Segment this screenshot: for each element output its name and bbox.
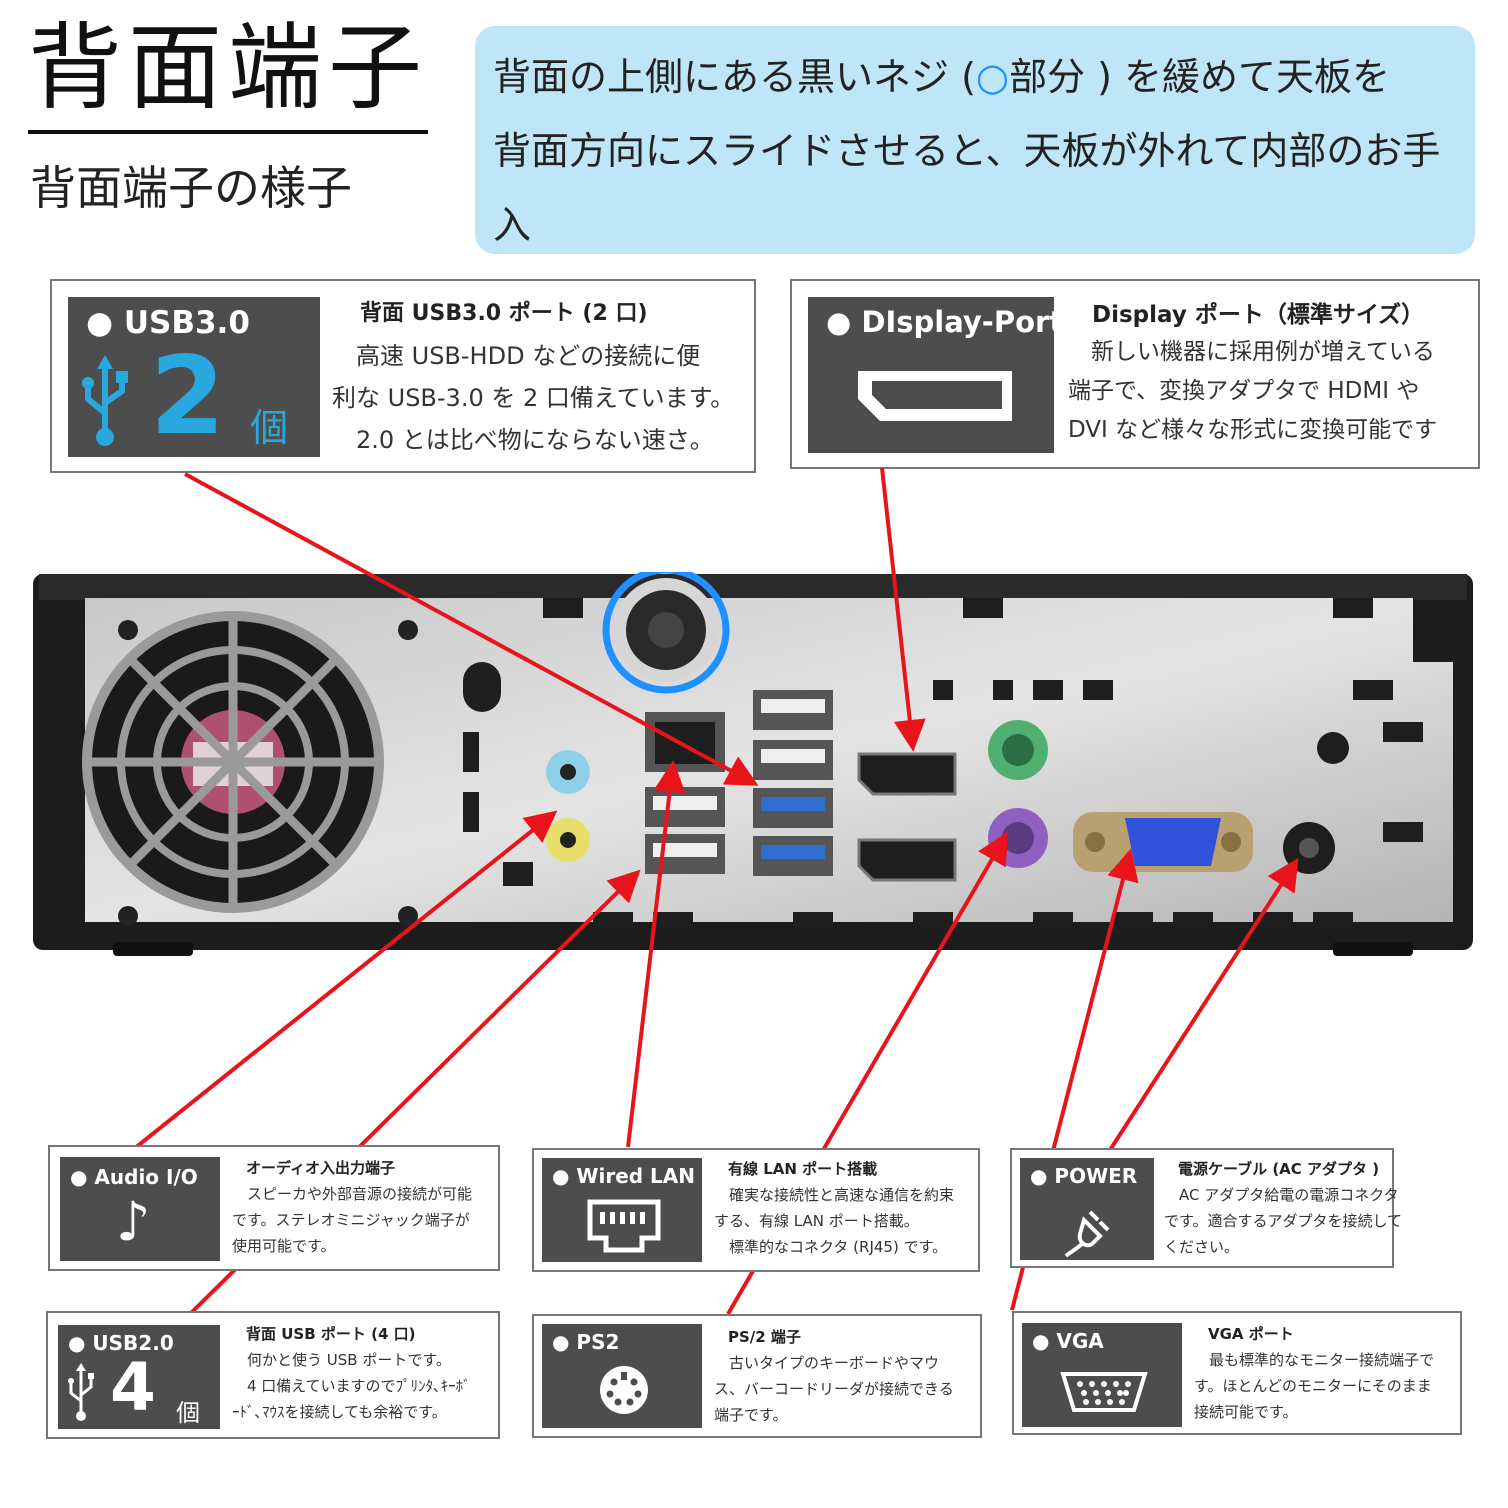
audio-info-box: ● Audio I/O ♪ オーディオ入出力端子 スピーカや外部音源の接続が可能… — [48, 1145, 500, 1271]
instruction-line-2: 背面方向にスライドさせると、天板が外れて内部のお手入 — [493, 129, 1441, 247]
ps2-info-box: ● PS2 PS/2 端子 古いタイプのキーボードやマウ ス、バーコードリーダが… — [532, 1314, 982, 1438]
power-desc-line: AC アダプタ給電の電源コネクタ — [1164, 1186, 1399, 1204]
audio-description: スピーカや外部音源の接続が可能 です。ステレオミニジャック端子が 使用可能です。 — [232, 1181, 472, 1259]
instruction-line-1: 背面の上側にある黒いネジ (○部分 ) を緩めて天板を — [493, 40, 1457, 114]
lan-description: 確実な接続性と高速な通信を約束 する、有線 LAN ポート搭載。 標準的なコネク… — [714, 1182, 954, 1260]
displayport-desc-line: DVI など様々な形式に変換可能です — [1068, 417, 1438, 443]
displayport-chip: ● DIsplay-Port — [808, 297, 1063, 453]
usb3-desc-line: 高速 USB-HDD などの接続に便 — [332, 342, 701, 370]
vga-desc-line: す。ほとんどのモニターにそのまま — [1194, 1377, 1432, 1395]
usb2-chip-label: ● USB2.0 — [68, 1331, 174, 1355]
instruction-text: 背面の上側にある黒いネジ ( — [493, 55, 976, 99]
ps2-desc-line: ス、バーコードリーダが接続できる — [714, 1380, 954, 1398]
ps2-desc-line: 端子です。 — [714, 1406, 788, 1424]
ps2-title: PS/2 端子 — [728, 1328, 801, 1346]
top-cover-screw — [602, 572, 730, 694]
ps2-chip: ● PS2 — [542, 1324, 702, 1428]
audio-desc-line: です。ステレオミニジャック端子が — [232, 1211, 470, 1229]
usb2-info-box: ● USB2.0 4 個 背面 USB ポート (4 口) 何かと使う USB … — [46, 1311, 500, 1439]
usb3-title: 背面 USB3.0 ポート (2 口) — [360, 301, 648, 326]
audio-chip-label: ● Audio I/O — [70, 1165, 198, 1189]
ps2-connector-icon — [600, 1366, 648, 1414]
usb2-desc-line: 何かと使う USB ポートです。 — [232, 1351, 451, 1369]
displayport-title: Display ポート（標準サイズ） — [1092, 302, 1425, 328]
usb2-chip: ● USB2.0 4 個 — [58, 1325, 220, 1429]
vga-desc-line: 接続可能です。 — [1194, 1403, 1298, 1421]
usb3-chip-label: ● USB3.0 — [86, 305, 250, 341]
power-desc-line: ください。 — [1164, 1238, 1240, 1256]
vga-description: 最も標準的なモニター接続端子で す。ほとんどのモニターにそのまま 接続可能です。 — [1194, 1347, 1434, 1425]
vga-connector — [1073, 812, 1253, 872]
usb3-count: 2 — [150, 334, 226, 459]
power-chip-label: ● POWER — [1030, 1164, 1138, 1188]
vga-chip-label: ● VGA — [1032, 1329, 1104, 1353]
usb3-desc-line: 利な USB-3.0 を 2 口備えています。 — [332, 384, 735, 412]
usb3-info-box: ● USB3.0 2 個 背面 USB3.0 ポート (2 口) 高速 USB-… — [50, 279, 756, 473]
lan-desc-line: する、有線 LAN ポート搭載。 — [714, 1212, 919, 1230]
displayport-desc-line: 端子で、変換アダプタで HDMI や — [1068, 378, 1420, 404]
audio-desc-line: 使用可能です。 — [232, 1237, 336, 1255]
lan-info-box: ● Wired LAN 有線 LAN ポート搭載 確実な接続性と高速な通信を約束… — [532, 1148, 980, 1272]
ethernet-port-icon — [587, 1199, 661, 1253]
power-title: 電源ケーブル (AC アダプタ ) — [1178, 1160, 1380, 1178]
usb2-count-unit: 個 — [176, 1399, 200, 1427]
audio-title: オーディオ入出力端子 — [246, 1159, 395, 1177]
lan-chip: ● Wired LAN — [542, 1158, 702, 1262]
displayport-chip-label: ● DIsplay-Port — [826, 305, 1064, 339]
vga-chip: ● VGA — [1022, 1323, 1182, 1427]
vga-connector-icon — [1060, 1372, 1148, 1412]
vga-title: VGA ポート — [1208, 1325, 1294, 1343]
power-description: AC アダプタ給電の電源コネクタ です。適合するアダプタを接続して ください。 — [1164, 1182, 1402, 1260]
usb2-desc-line: ｰﾄﾞ､ﾏｳｽを接続しても余裕です。 — [232, 1403, 447, 1421]
power-plug-icon — [1064, 1210, 1110, 1258]
instruction-text: 部分 ) を緩めて天板を — [1009, 55, 1391, 99]
vga-desc-line: 最も標準的なモニター接続端子で — [1194, 1351, 1435, 1369]
ring-marker-icon: ○ — [975, 55, 1010, 99]
title-underline — [28, 130, 428, 134]
ps2-chip-label: ● PS2 — [552, 1330, 620, 1354]
audio-chip: ● Audio I/O ♪ — [60, 1157, 220, 1261]
music-note-icon: ♪ — [116, 1190, 151, 1253]
usb3-chip: ● USB3.0 2 個 — [68, 297, 320, 457]
instruction-note: 背面の上側にある黒いネジ (○部分 ) を緩めて天板を 背面方向にスライドさせる… — [475, 26, 1475, 321]
lan-chip-label: ● Wired LAN — [552, 1164, 695, 1188]
usb2-count: 4 — [110, 1349, 156, 1426]
pc-rear-panel — [33, 572, 1473, 956]
usb-trident-icon — [82, 355, 128, 446]
page-title: 背面端子 — [28, 14, 429, 123]
power-desc-line: です。適合するアダプタを接続して — [1164, 1212, 1403, 1230]
power-chip: ● POWER — [1020, 1158, 1154, 1260]
displayport-info-box: ● DIsplay-Port Display ポート（標準サイズ） 新しい機器に… — [790, 279, 1480, 469]
page-subtitle: 背面端子の様子 — [30, 161, 352, 215]
ps2-description: 古いタイプのキーボードやマウ ス、バーコードリーダが接続できる 端子です。 — [714, 1350, 954, 1428]
lan-title: 有線 LAN ポート搭載 — [728, 1160, 878, 1178]
audio-desc-line: スピーカや外部音源の接続が可能 — [232, 1185, 473, 1203]
ps2-desc-line: 古いタイプのキーボードやマウ — [714, 1354, 940, 1372]
usb3-description: 高速 USB-HDD などの接続に便 利な USB-3.0 を 2 口備えていま… — [332, 335, 734, 461]
lan-desc-line: 標準的なコネクタ (RJ45) です。 — [714, 1238, 948, 1256]
vga-info-box: ● VGA VGA ポート 最も標準的なモニター接続端子で す。ほとんどのモニタ… — [1012, 1311, 1462, 1435]
lan-port — [645, 712, 725, 772]
power-info-box: ● POWER 電源ケーブル (AC アダプタ ) AC アダプタ給電の電源コネ… — [1010, 1148, 1402, 1268]
usb3-desc-line: 2.0 とは比べ物にならない速さ。 — [332, 426, 714, 454]
lan-desc-line: 確実な接続性と高速な通信を約束 — [714, 1186, 955, 1204]
usb3-count-unit: 個 — [250, 406, 289, 450]
displayport-desc-line: 新しい機器に採用例が増えている — [1068, 339, 1435, 365]
displayport-connector-icon — [858, 371, 1012, 421]
usb2-description: 何かと使う USB ポートです。 4 口備えていますのでﾌﾟﾘﾝﾀ､ｷｰﾎﾞ ｰ… — [232, 1347, 471, 1425]
usb-trident-icon — [68, 1363, 94, 1421]
usb2-title: 背面 USB ポート (4 口) — [246, 1325, 416, 1343]
usb2-desc-line: 4 口備えていますのでﾌﾟﾘﾝﾀ､ｷｰﾎﾞ — [232, 1377, 471, 1395]
displayport-description: 新しい機器に採用例が増えている 端子で、変換アダプタで HDMI や DVI な… — [1068, 333, 1437, 450]
ps2-ports — [988, 720, 1048, 868]
